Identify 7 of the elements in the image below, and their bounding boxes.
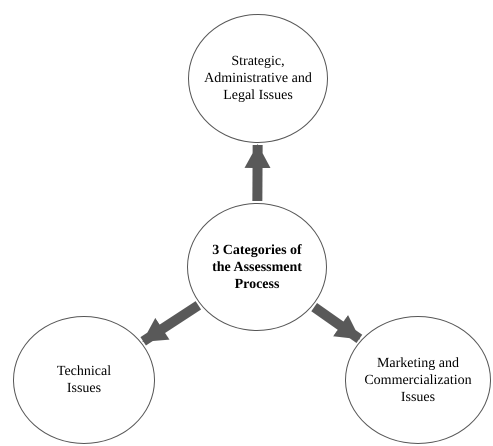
circle-label: Marketing and Commercialization Issues [363, 354, 473, 406]
block-arrow [244, 144, 271, 202]
circle-label: Technical Issues [56, 363, 112, 397]
circle-label: 3 Categories of the Assessment Process [211, 242, 303, 292]
block-arrow [311, 303, 362, 343]
block-arrow [140, 301, 202, 346]
circle-label: Strategic, Administrative and Legal Issues [203, 53, 313, 104]
